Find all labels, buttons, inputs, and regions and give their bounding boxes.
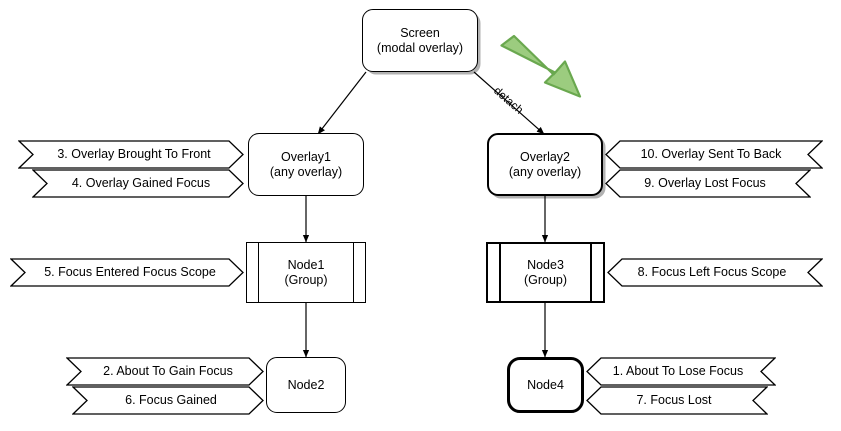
banner-label: 6. Focus Gained: [125, 393, 217, 408]
banner-shape: [605, 169, 811, 198]
banner-shape: [18, 140, 244, 169]
banner-shape: [605, 140, 823, 169]
node-node2[interactable]: Node2: [266, 357, 346, 413]
banner-shape: [586, 357, 776, 386]
node-node3-sublabel: (Group): [523, 272, 568, 287]
node-node2-label: Node2: [287, 377, 325, 392]
node-screen-label: Screen: [400, 25, 440, 40]
banner-shape: [66, 357, 264, 386]
banner-overlay-lost-focus[interactable]: 9. Overlay Lost Focus: [605, 169, 811, 198]
node-overlay2[interactable]: Overlay2 (any overlay): [487, 133, 603, 196]
banner-overlay-sent-to-back[interactable]: 10. Overlay Sent To Back: [605, 140, 823, 169]
node-overlay2-label: Overlay2: [519, 149, 571, 164]
banner-overlay-gained-focus[interactable]: 4. Overlay Gained Focus: [32, 169, 244, 198]
banner-label: 3. Overlay Brought To Front: [57, 147, 211, 162]
node-node3-label: Node3: [527, 257, 564, 272]
banner-label: 7. Focus Lost: [636, 393, 712, 408]
group-divider-right: [590, 244, 592, 301]
banner-label: 10. Overlay Sent To Back: [640, 147, 782, 162]
node-node1-label: Node1: [287, 257, 325, 272]
banner-about-to-lose-focus[interactable]: 1. About To Lose Focus: [586, 357, 776, 386]
banner-label: 9. Overlay Lost Focus: [644, 176, 766, 191]
banner-shape: [10, 258, 244, 287]
banner-focus-gained[interactable]: 6. Focus Gained: [72, 386, 264, 415]
node-screen[interactable]: Screen (modal overlay): [362, 9, 478, 72]
node-node4[interactable]: Node4: [507, 357, 584, 413]
banner-label: 4. Overlay Gained Focus: [71, 176, 211, 191]
detach-highlight-arrow: [500, 34, 582, 98]
group-divider-left: [499, 244, 501, 301]
node-screen-sublabel: (modal overlay): [376, 40, 464, 55]
node-overlay2-sublabel: (any overlay): [508, 164, 582, 179]
group-divider-left: [258, 243, 259, 302]
banner-label: 2. About To Gain Focus: [103, 364, 233, 379]
banner-label: 1. About To Lose Focus: [612, 364, 744, 379]
node-overlay1[interactable]: Overlay1 (any overlay): [248, 133, 364, 196]
node-overlay1-label: Overlay1: [280, 149, 332, 164]
banner-shape: [72, 386, 264, 415]
banner-shape: [607, 258, 823, 287]
banner-focus-lost[interactable]: 7. Focus Lost: [586, 386, 768, 415]
banner-label: 5. Focus Entered Focus Scope: [44, 265, 216, 280]
banner-label: 8. Focus Left Focus Scope: [637, 265, 787, 280]
banner-about-to-gain-focus[interactable]: 2. About To Gain Focus: [66, 357, 264, 386]
node-node3[interactable]: Node3 (Group): [486, 242, 605, 303]
node-node1-sublabel: (Group): [284, 272, 328, 287]
node-node1[interactable]: Node1 (Group): [246, 242, 366, 303]
edge-screen-to-overlay1: [317, 71, 367, 135]
banner-shape: [586, 386, 768, 415]
banner-focus-entered-focus-scope[interactable]: 5. Focus Entered Focus Scope: [10, 258, 244, 287]
edge-screen-to-overlay2: [473, 71, 545, 135]
node-overlay1-sublabel: (any overlay): [269, 164, 343, 179]
group-divider-right: [353, 243, 354, 302]
banner-shape: [32, 169, 244, 198]
banner-focus-left-focus-scope[interactable]: 8. Focus Left Focus Scope: [607, 258, 823, 287]
banner-overlay-brought-to-front[interactable]: 3. Overlay Brought To Front: [18, 140, 244, 169]
node-node4-label: Node4: [527, 377, 564, 392]
